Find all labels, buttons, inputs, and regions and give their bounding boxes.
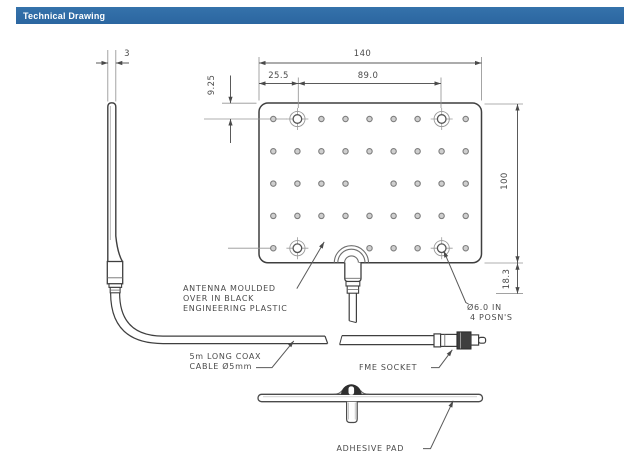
- mounting-plate: [258, 102, 483, 265]
- section-title: Technical Drawing: [23, 10, 106, 21]
- antenna-blade: [106, 102, 124, 294]
- dim-plate-width: 140: [353, 49, 372, 59]
- hole-note-line2: 4 POSN'S: [470, 313, 513, 323]
- adhesive-pad: [257, 384, 484, 424]
- mounting-hole: [430, 237, 453, 260]
- antenna-note-line2: OVER IN BLACK: [183, 293, 255, 303]
- coax-cable: [110, 292, 329, 345]
- mounting-hole: [286, 237, 309, 260]
- leader-lines: [256, 241, 469, 450]
- coax-note-line1: 5m LONG COAX: [189, 351, 262, 361]
- fme-socket-label: FME SOCKET: [359, 362, 418, 372]
- dim-hole-vertical-offset: 9.25: [207, 74, 217, 96]
- hole-note-line1: Ø6.0 IN: [467, 302, 502, 312]
- extension-lines: [107, 50, 523, 295]
- dim-hole-left-offset: 25.5: [268, 70, 289, 81]
- dim-plate-height: 100: [500, 172, 510, 190]
- adhesive-pad-label: ADHESIVE PAD: [336, 443, 405, 453]
- hole-note: Ø6.0 IN 4 POSN'S: [467, 303, 513, 324]
- section-header-bar: Technical Drawing: [16, 7, 624, 24]
- mounting-hole: [430, 108, 453, 130]
- cable-exit-arch: [333, 245, 370, 263]
- antenna-note-line3: ENGINEERING PLASTIC: [183, 304, 288, 314]
- coax-note: 5m LONG COAX CABLE Ø5mm: [190, 352, 262, 373]
- arrowheads: [101, 60, 520, 408]
- fme-connector: [339, 331, 487, 350]
- dim-stub-length: 18.3: [502, 268, 512, 290]
- antenna-note-line1: ANTENNA MOULDED: [183, 283, 276, 293]
- dim-hole-spacing: 89.0: [357, 70, 379, 81]
- mounting-hole: [286, 108, 309, 130]
- coax-note-line2: CABLE Ø5mm: [189, 361, 253, 371]
- dim-antenna-thickness: 3: [124, 49, 130, 59]
- moulded-cable-stub: [344, 262, 362, 324]
- antenna-note: ANTENNA MOULDED OVER IN BLACK ENGINEERIN…: [183, 284, 287, 315]
- perforation-dots: [270, 115, 469, 252]
- mounting-holes: [286, 108, 453, 260]
